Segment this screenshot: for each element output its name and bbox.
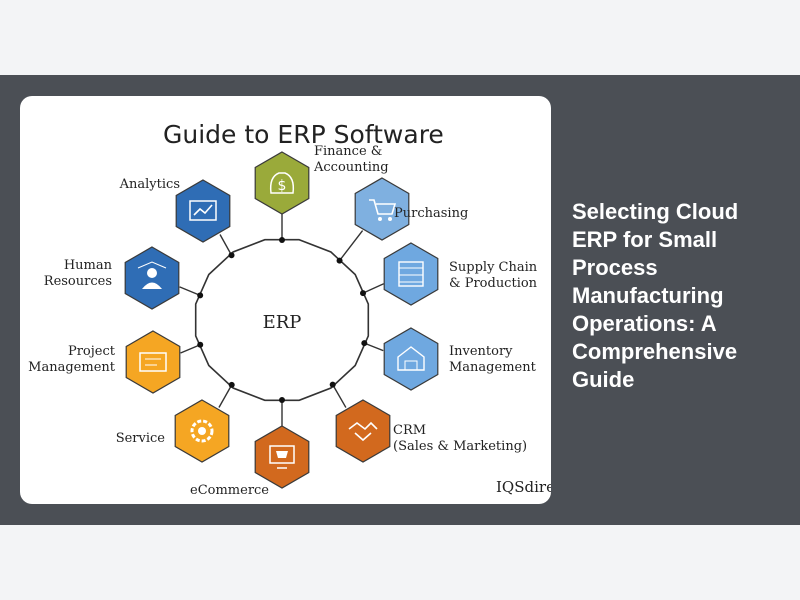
project-board-icon xyxy=(139,352,167,372)
module-label-line: Resources xyxy=(44,274,112,289)
handshake-icon xyxy=(348,421,378,442)
erp-module-node: $ Finance &Accounting xyxy=(254,144,389,215)
dollar-bag-icon: $ xyxy=(269,172,295,194)
connector-dot xyxy=(197,292,204,299)
erp-diagram: Guide to ERP Software $ Finance &Accounti… xyxy=(28,120,551,498)
analytics-chart-icon xyxy=(189,200,217,221)
module-label-line: CRM xyxy=(393,423,426,438)
source-credit: IQSdire xyxy=(496,478,551,496)
gear-wrench-icon xyxy=(190,419,214,443)
module-label: Supply Chain& Production xyxy=(449,260,538,291)
module-hexagon xyxy=(254,151,310,215)
connector-dot xyxy=(279,396,285,403)
erp-module-node: CRM(Sales & Marketing) xyxy=(335,399,527,463)
module-label-line: Human xyxy=(64,258,113,273)
erp-module-node: eCommerce xyxy=(190,425,310,498)
factory-icon xyxy=(398,261,424,287)
connector-dot xyxy=(228,381,235,388)
connector-line xyxy=(218,384,233,408)
module-label: Finance &Accounting xyxy=(313,144,389,175)
shopping-cart-icon xyxy=(369,199,397,221)
connector-line xyxy=(332,384,347,408)
diagram-title: Guide to ERP Software xyxy=(163,120,444,149)
article-headline: Selecting Cloud ERP for Small Process Ma… xyxy=(572,199,739,392)
connector-dot xyxy=(336,257,343,264)
connector-line xyxy=(362,283,384,294)
module-label-line: Management xyxy=(449,360,537,375)
erp-module-node: Service xyxy=(116,399,230,463)
module-hexagon xyxy=(383,242,439,306)
module-hexagon xyxy=(335,399,391,463)
module-label: eCommerce xyxy=(190,483,269,498)
monitor-cart-icon xyxy=(269,445,295,469)
connector-line xyxy=(219,234,233,256)
connector-dot xyxy=(279,237,285,244)
module-label-line: Purchasing xyxy=(394,206,468,221)
module-label: Service xyxy=(116,431,166,446)
connector-line xyxy=(339,230,364,262)
module-label-line: Supply Chain xyxy=(449,260,538,275)
warehouse-icon xyxy=(397,346,425,371)
module-label-line: (Sales & Marketing) xyxy=(393,439,527,454)
module-label-line: Finance & xyxy=(314,144,382,159)
connector-dot xyxy=(361,340,368,347)
module-label-line: Project xyxy=(68,344,116,359)
module-label-line: Accounting xyxy=(313,160,389,175)
connector-line xyxy=(179,286,201,297)
module-hexagon xyxy=(383,327,439,391)
connector-line xyxy=(364,342,384,352)
erp-module-node: Supply Chain& Production xyxy=(383,242,538,306)
module-label-line: Inventory xyxy=(449,344,513,359)
module-label-line: Analytics xyxy=(119,177,180,192)
module-hexagon xyxy=(354,177,410,241)
module-label-line: eCommerce xyxy=(190,483,269,498)
erp-module-node: Purchasing xyxy=(354,177,468,241)
module-label: Purchasing xyxy=(394,206,468,221)
erp-module-node: Analytics xyxy=(119,177,231,243)
module-label-line: & Production xyxy=(449,276,538,291)
connector-dot xyxy=(329,381,336,388)
erp-center-label: ERP xyxy=(263,312,302,333)
connector-line xyxy=(180,344,201,354)
module-hexagon xyxy=(125,330,181,394)
module-label: Analytics xyxy=(119,177,180,192)
connector-dot xyxy=(197,341,204,348)
svg-text:$: $ xyxy=(278,178,287,194)
module-label-line: Service xyxy=(116,431,166,446)
people-icon xyxy=(137,261,167,289)
connector-dot xyxy=(228,252,235,259)
diagram-card: Guide to ERP Software $ Finance &Accounti… xyxy=(20,96,551,504)
connector-dot xyxy=(360,290,367,297)
module-label: CRM(Sales & Marketing) xyxy=(393,423,527,454)
module-label-line: Management xyxy=(28,360,116,375)
